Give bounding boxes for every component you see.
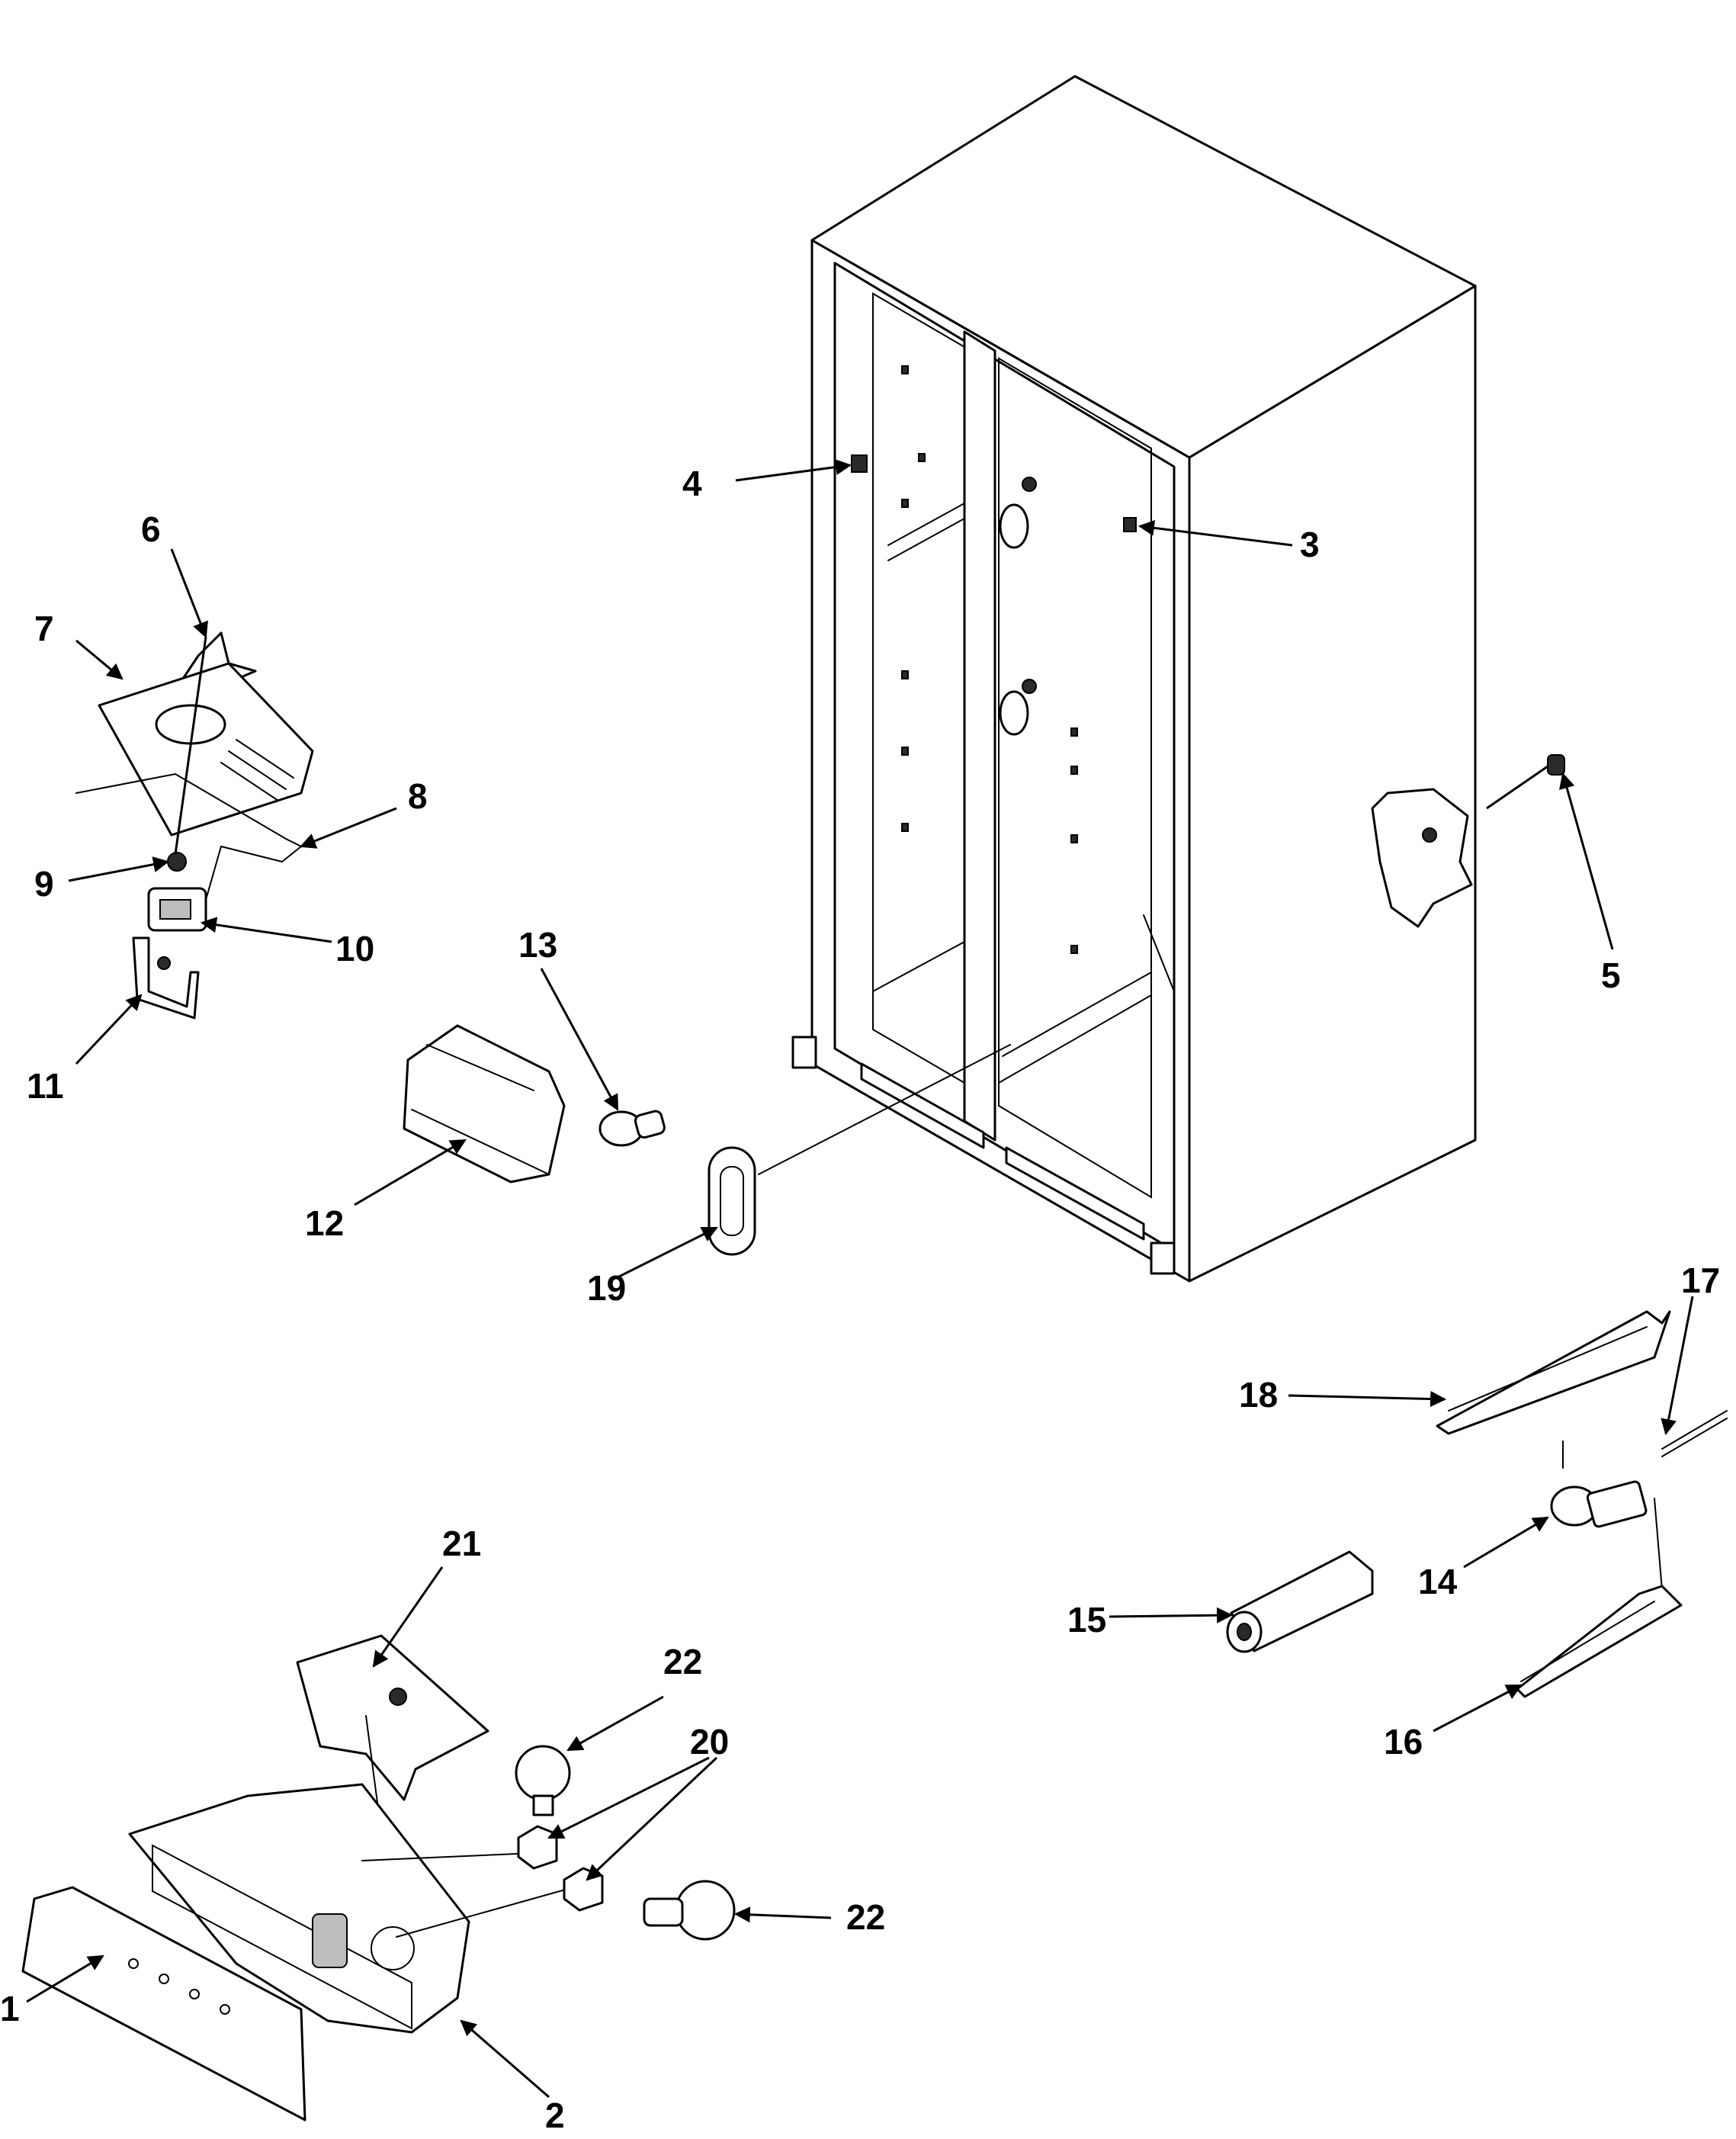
water-filter-assembly bbox=[1226, 1310, 1728, 1698]
light-bulb-13 bbox=[598, 1110, 666, 1147]
callout-11: 11 bbox=[27, 1066, 64, 1106]
refrigerator-cabinet bbox=[791, 75, 1565, 1283]
callout-5: 5 bbox=[1601, 955, 1621, 995]
callout-8: 8 bbox=[408, 776, 428, 816]
callout-9: 9 bbox=[34, 864, 54, 904]
callout-21: 21 bbox=[442, 1524, 481, 1563]
callout-15: 15 bbox=[1067, 1600, 1106, 1640]
callout-22-lower: 22 bbox=[846, 1897, 885, 1937]
light-cover bbox=[403, 1024, 566, 1184]
callout-2: 2 bbox=[545, 2096, 565, 2135]
callout-16: 16 bbox=[1384, 1722, 1423, 1762]
fan-motor-assembly bbox=[75, 631, 314, 1020]
callout-7: 7 bbox=[34, 609, 54, 648]
callout-14: 14 bbox=[1418, 1562, 1458, 1601]
drain-grommet bbox=[708, 1044, 1011, 1256]
callout-17: 17 bbox=[1681, 1261, 1720, 1300]
callout-18: 18 bbox=[1239, 1375, 1278, 1415]
callout-19: 19 bbox=[587, 1268, 626, 1308]
callout-22-upper: 22 bbox=[663, 1642, 702, 1681]
callout-13: 13 bbox=[518, 925, 557, 965]
callout-1: 1 bbox=[0, 1989, 20, 2028]
callout-labels: 1 2 3 4 5 6 7 8 9 10 11 12 13 14 15 16 1… bbox=[0, 464, 1720, 2135]
callout-10: 10 bbox=[335, 929, 374, 968]
callout-12: 12 bbox=[305, 1203, 344, 1243]
callout-leaders bbox=[26, 459, 1694, 2099]
callout-6: 6 bbox=[141, 509, 161, 549]
callout-3: 3 bbox=[1300, 525, 1320, 564]
callout-4: 4 bbox=[682, 464, 702, 503]
callout-20: 20 bbox=[690, 1722, 729, 1762]
control-housing-assembly bbox=[21, 1634, 736, 2121]
